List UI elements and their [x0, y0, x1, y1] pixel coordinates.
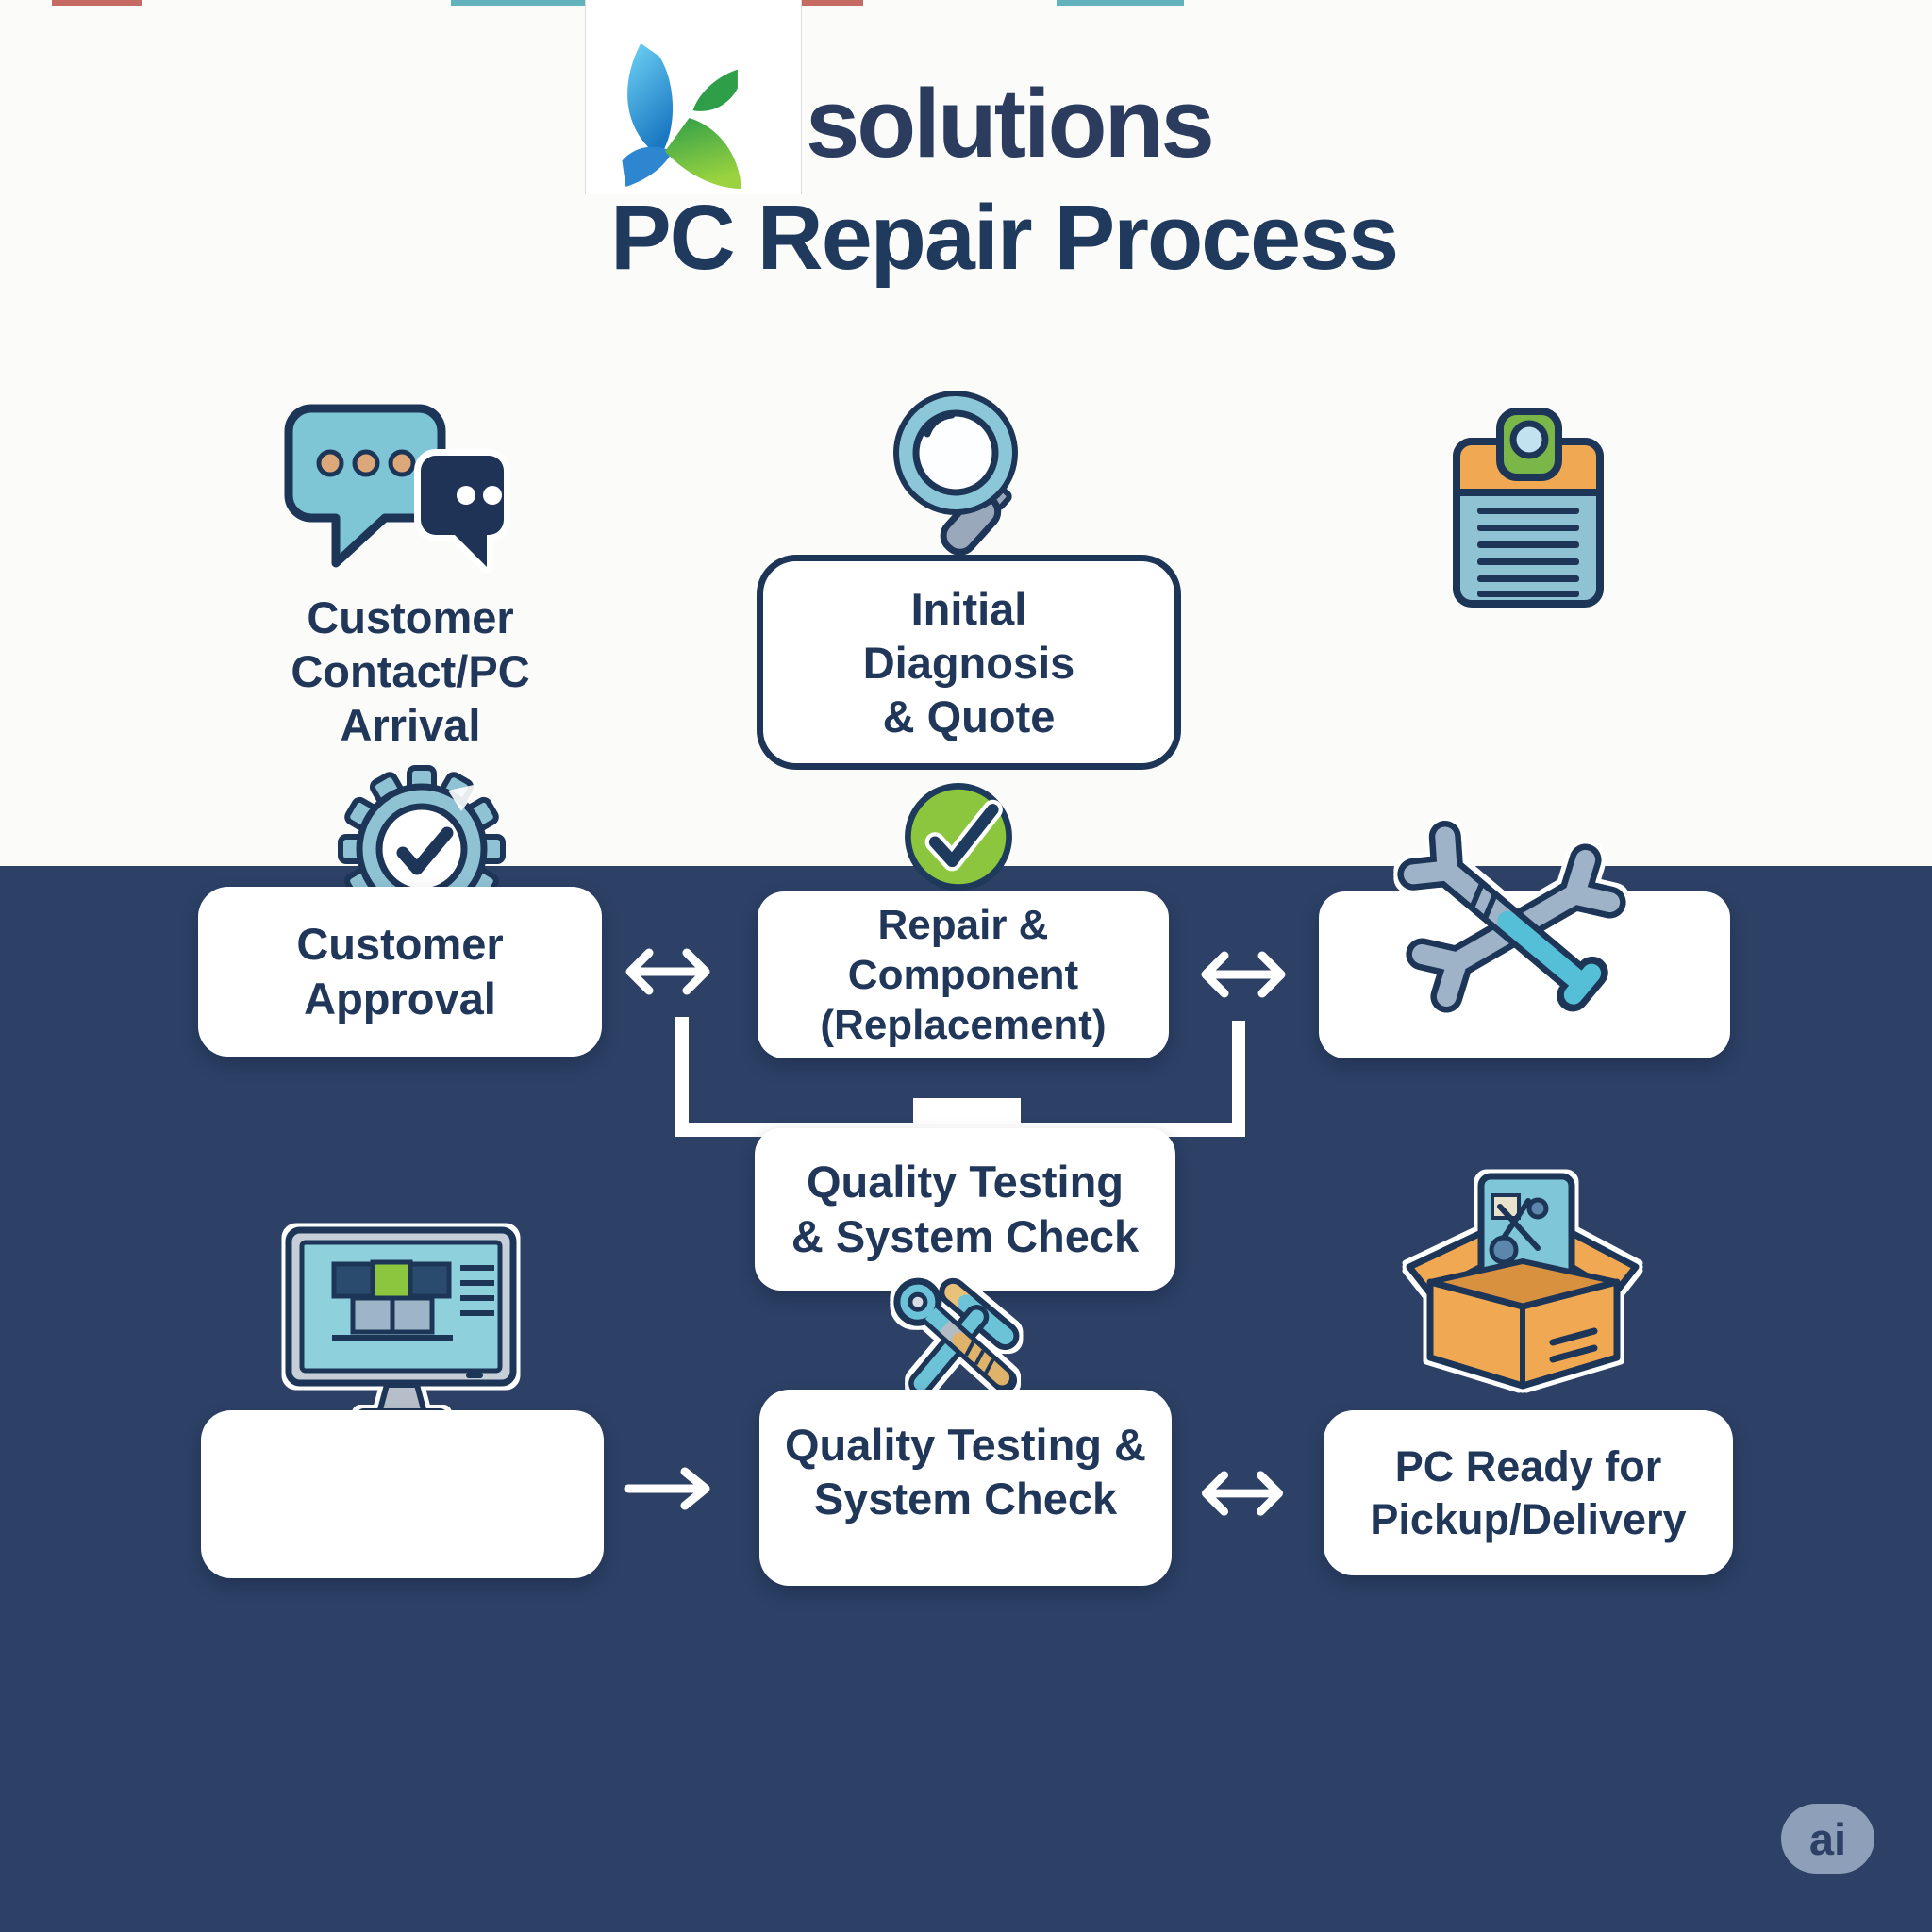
crossed-wrenches-icon [1370, 813, 1662, 1049]
node-diagnosis-box: Initial Diagnosis & Quote [757, 555, 1181, 770]
magnifier-icon [893, 391, 1018, 556]
node-repair-box: Repair & Component (Replacement) [758, 891, 1169, 1058]
check-circle-icon [905, 783, 1012, 891]
node-contact-label: Customer Contact/PC Arrival [291, 592, 530, 750]
right-arrow-icon [624, 1467, 710, 1510]
ai-watermark-badge: ai [1781, 1804, 1874, 1874]
top-edge-artifact [1057, 0, 1184, 6]
bidirectional-arrow-icon [1201, 1471, 1284, 1516]
bidirectional-arrow-icon [625, 948, 710, 995]
node-quality-bottom-box: Quality Testing & System Check [759, 1390, 1172, 1586]
page-title: PC Repair Process [609, 186, 1399, 289]
node-intake-box [201, 1410, 604, 1578]
speech-bubbles-icon [284, 404, 510, 574]
node-ready-box: PC Ready for Pickup/Delivery [1324, 1410, 1733, 1575]
connector-vertical-right [1232, 1021, 1245, 1130]
package-icon [1394, 1173, 1651, 1410]
bidirectional-arrow-icon [1201, 951, 1286, 998]
node-quality-mid-box: Quality Testing & System Check [755, 1128, 1175, 1291]
top-edge-artifact [52, 0, 142, 6]
clipboard-icon [1453, 408, 1604, 608]
brand-name: solutions [806, 69, 1215, 177]
top-edge-artifact [451, 0, 592, 6]
x-ribbon-logo-icon [622, 42, 741, 190]
top-edge-artifact [797, 0, 863, 6]
connector-vertical-left [675, 1017, 689, 1130]
hammer-tools-icon [879, 1262, 1038, 1420]
ai-watermark-label: ai [1808, 1813, 1847, 1864]
node-approval-box: Customer Approval [198, 887, 602, 1057]
monitor-icon [281, 1226, 523, 1431]
